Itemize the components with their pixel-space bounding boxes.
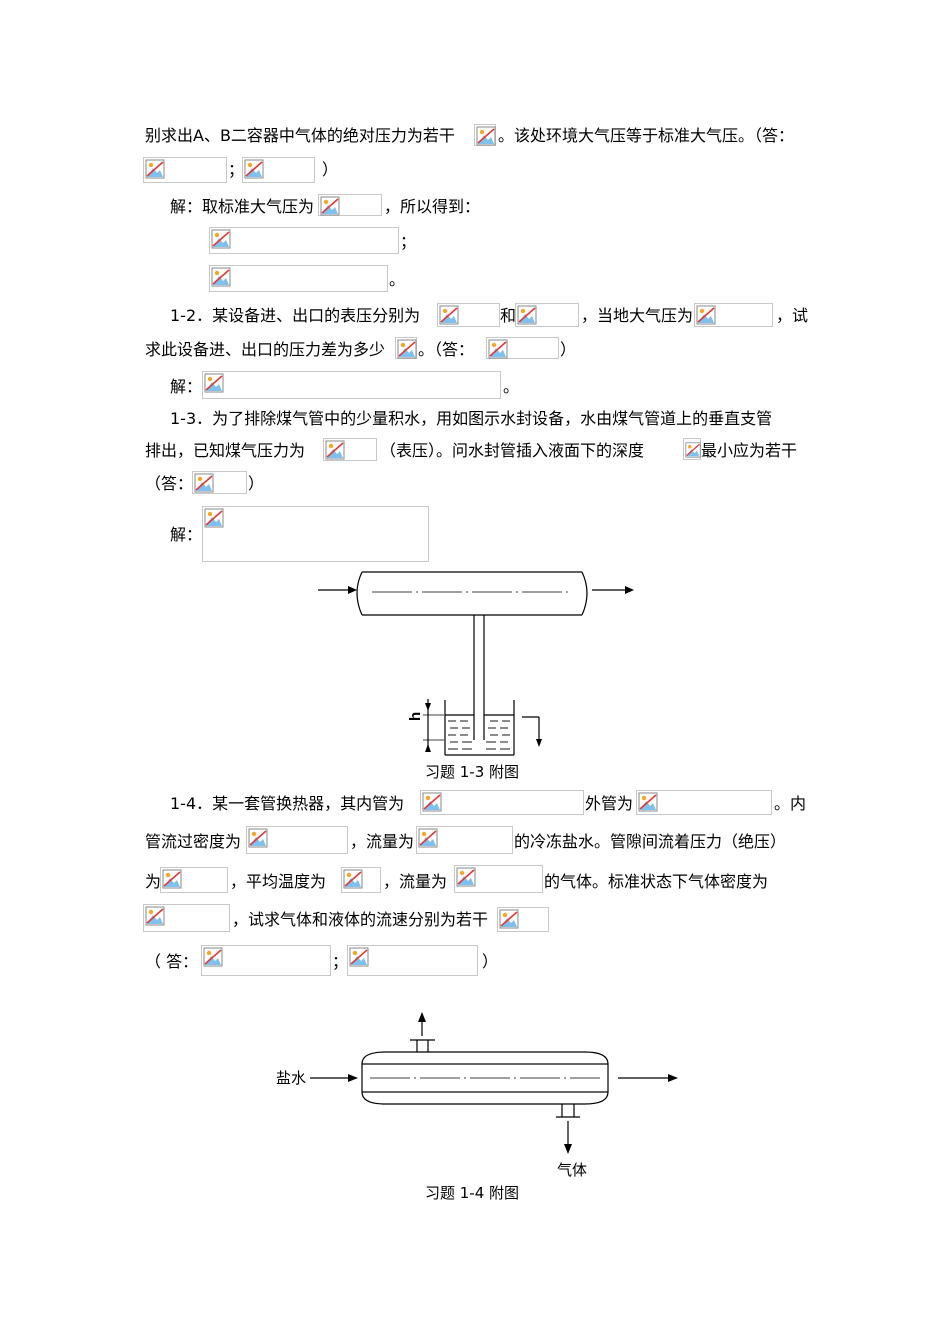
formula-image: [246, 826, 348, 854]
text-line: 的气体。标准状态下气体密度为: [544, 872, 769, 891]
text-line: ；: [400, 232, 417, 251]
text-line: ；: [332, 952, 349, 971]
formula-image: [192, 471, 247, 494]
broken-image-icon: [162, 869, 182, 889]
formula-image: [683, 438, 701, 460]
broken-image-icon: [211, 267, 231, 287]
text-line: 和: [500, 306, 517, 325]
formula-image: [515, 303, 579, 327]
broken-image-icon: [194, 473, 214, 493]
broken-image-icon: [517, 305, 537, 325]
formula-image: [318, 194, 382, 216]
formula-image: [341, 867, 381, 893]
broken-image-icon: [325, 440, 345, 460]
broken-image-icon: [145, 159, 165, 179]
figure-caption: 习题 1-4 附图: [425, 1184, 520, 1202]
text-line: ，试: [776, 306, 809, 325]
formula-image: [201, 945, 331, 976]
text-line: ，流量为: [383, 872, 448, 891]
text-line: ）: [560, 340, 577, 359]
formula-image: [347, 945, 478, 976]
formula-image: [486, 337, 559, 359]
formula-image: [636, 790, 772, 815]
formula-image: [209, 265, 388, 292]
text-line: 解：取标准大气压为: [170, 197, 315, 216]
text-line: 别求出A、B二容器中气体的绝对压力为若干: [145, 126, 455, 145]
text-line: 。（答：: [418, 340, 475, 359]
text-line: 1-4．某一套管换热器，其内管为: [170, 794, 405, 813]
broken-image-icon: [685, 442, 701, 458]
text-line: （ 答：: [145, 952, 199, 971]
text-line: （答：: [145, 474, 194, 493]
text-line: ，流量为: [350, 832, 415, 851]
text-line: 为: [145, 872, 162, 891]
broken-image-icon: [145, 906, 165, 926]
broken-image-icon: [456, 867, 476, 887]
text-line: 解：: [170, 525, 203, 544]
broken-image-icon: [244, 159, 264, 179]
formula-image: [202, 371, 501, 399]
formula-image: [160, 867, 228, 893]
formula-image: [420, 790, 584, 815]
formula-image: [202, 506, 429, 562]
formula-image: [242, 157, 315, 183]
formula-image: [416, 826, 513, 854]
text-line: 的冷冻盐水。管隙间流着压力（绝压）: [514, 832, 787, 851]
text-line: 。: [503, 377, 520, 396]
broken-image-icon: [211, 229, 231, 249]
broken-image-icon: [418, 828, 438, 848]
h-label: h: [407, 712, 424, 721]
formula-image: [395, 337, 417, 359]
formula-image: [143, 904, 230, 932]
broken-image-icon: [696, 305, 716, 325]
formula-image: [143, 157, 227, 183]
formula-image: [694, 303, 773, 327]
formula-image: [323, 438, 377, 461]
text-line: ，当地大气压为: [581, 306, 694, 325]
text-line: 外管为: [585, 794, 634, 813]
text-line: ；: [228, 160, 245, 179]
text-line: （表压）。问水封管插入液面下的深度: [380, 441, 645, 460]
text-line: 解：: [170, 377, 203, 396]
broken-image-icon: [204, 508, 224, 528]
text-line: ，试求气体和液体的流速分别为若干: [232, 910, 489, 929]
text-line: 。: [389, 270, 406, 289]
text-line: ）: [482, 952, 499, 971]
broken-image-icon: [349, 947, 369, 967]
broken-image-icon: [248, 828, 268, 848]
broken-image-icon: [476, 126, 496, 146]
broken-image-icon: [203, 947, 223, 967]
double-pipe-exchanger-diagram: 盐水 气体: [276, 1012, 678, 1179]
inlet-label: 盐水: [276, 1069, 306, 1087]
broken-image-icon: [320, 196, 340, 216]
broken-image-icon: [422, 792, 442, 812]
outlet-label: 气体: [557, 1161, 587, 1179]
text-line: 。内: [774, 794, 807, 813]
text-line: 求此设备进、出口的压力差为多少: [145, 340, 386, 359]
broken-image-icon: [488, 339, 508, 359]
text-line: ，平均温度为: [230, 872, 327, 891]
text-line: ）: [322, 160, 339, 179]
text-line: ，所以得到：: [384, 197, 481, 216]
formula-image: [454, 865, 543, 893]
broken-image-icon: [204, 373, 224, 393]
formula-image: [209, 227, 399, 254]
broken-image-icon: [439, 305, 459, 325]
text-line: ）: [248, 474, 265, 493]
text-line: 最小应为若干: [701, 441, 798, 460]
broken-image-icon: [343, 869, 363, 889]
text-line: 排出，已知煤气压力为: [145, 441, 306, 460]
broken-image-icon: [499, 909, 519, 929]
broken-image-icon: [397, 339, 417, 359]
text-line: 管流过密度为: [145, 832, 242, 851]
figure-caption: 习题 1-3 附图: [425, 763, 520, 781]
formula-image: [474, 124, 496, 146]
formula-image: [437, 303, 500, 327]
water-seal-diagram: h: [318, 571, 634, 756]
text-line: 1-3．为了排除煤气管中的少量积水，用如图示水封设备，水由煤气管道上的垂直支管: [170, 409, 773, 428]
text-line: 。该处环境大气压等于标准大气压。（答：: [498, 126, 795, 145]
text-line: 1-2．某设备进、出口的表压分别为: [170, 306, 421, 325]
formula-image: [497, 907, 549, 932]
broken-image-icon: [638, 792, 658, 812]
